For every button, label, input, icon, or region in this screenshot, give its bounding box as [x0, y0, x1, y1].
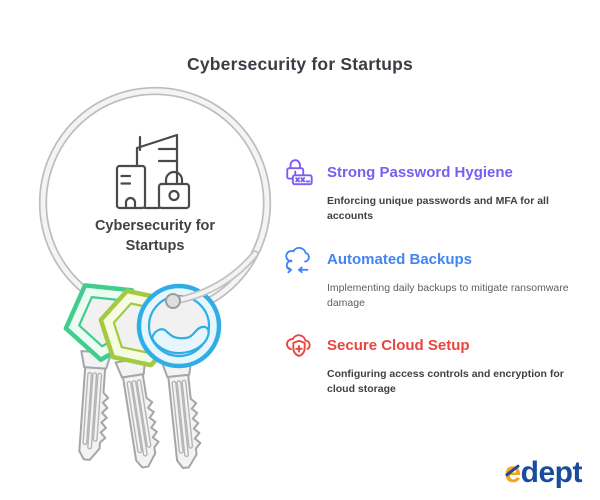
cloud-shield-plus-icon	[286, 334, 311, 357]
key-ring	[38, 86, 272, 320]
section-password-hygiene: Strong Password Hygiene Enforcing unique…	[283, 156, 588, 224]
section-automated-backups: Automated Backups Implementing daily bac…	[283, 243, 588, 311]
section-description: Implementing daily backups to mitigate r…	[327, 282, 569, 310]
section-secure-cloud: Secure Cloud Setup Configuring access co…	[283, 329, 588, 397]
keyring-graphic	[38, 86, 272, 471]
logo-rest: dept	[520, 456, 583, 489]
page-title: Cybersecurity for Startups	[187, 54, 413, 74]
section-description: Enforcing unique passwords and MFA for a…	[327, 195, 549, 223]
keyring-label: Cybersecurity for Startups	[94, 218, 216, 254]
ring-thread	[165, 250, 259, 309]
cloud-sync-icon	[285, 246, 310, 274]
section-title: Automated Backups	[327, 250, 473, 268]
password-lock-icon	[286, 159, 313, 186]
key-shafts	[72, 349, 204, 471]
section-title: Secure Cloud Setup	[327, 336, 470, 354]
logo-first-letter: e	[504, 456, 521, 489]
section-title: Strong Password Hygiene	[327, 163, 513, 181]
section-description: Configuring access controls and encrypti…	[327, 368, 564, 396]
key-head-blue	[136, 283, 222, 369]
keyring-illustration: Cybersecurity for Startups	[25, 80, 285, 480]
city-buildings-lock-icon	[115, 133, 191, 210]
